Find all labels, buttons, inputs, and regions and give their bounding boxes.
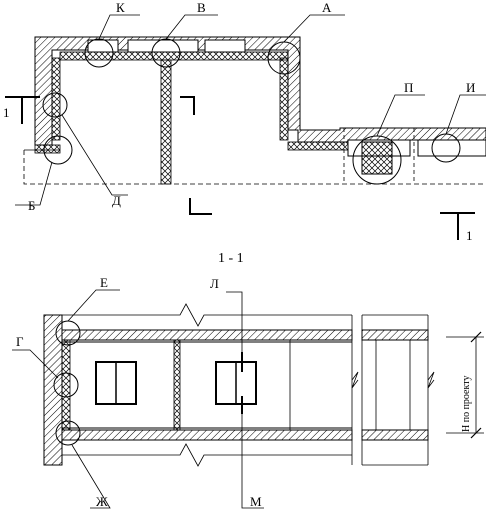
plan-window-1 — [87, 39, 119, 53]
callout-circle-d — [42, 92, 68, 118]
section-bracket-top — [180, 96, 195, 115]
section-top-slab-right — [361, 329, 429, 341]
break-line-bottom — [62, 443, 352, 467]
plan-lining-left — [51, 57, 61, 141]
section-bottom-slab — [61, 429, 353, 441]
leader-i — [445, 94, 486, 135]
section-view — [12, 289, 484, 509]
dimension-tick-bottom — [470, 427, 482, 439]
leader-zh — [71, 444, 111, 509]
section-bracket-bottom — [189, 198, 212, 215]
callout-circle-zh — [55, 420, 81, 446]
leader-l — [226, 291, 243, 352]
leader-d — [61, 114, 128, 196]
plan-partition — [160, 59, 172, 185]
section-top-slab — [61, 329, 353, 341]
plan-dashed-outline — [23, 150, 486, 185]
callout-label-p: П — [404, 80, 413, 95]
section-partition — [173, 339, 181, 431]
leader-g — [12, 349, 59, 379]
plan-lining-top — [59, 51, 289, 61]
section-left-lining — [61, 339, 71, 431]
leader-p — [376, 94, 425, 137]
section-mark-right — [440, 212, 475, 240]
callout-label-e: Е — [100, 275, 108, 290]
leader-v — [165, 14, 218, 40]
callout-label-a: А — [322, 0, 332, 15]
break-line-top — [62, 303, 352, 327]
leader-b — [15, 161, 53, 206]
callout-label-b: Б — [28, 198, 35, 213]
callout-circle-b — [43, 135, 73, 165]
section-number-right: 1 — [466, 228, 473, 243]
leader-k — [98, 14, 140, 40]
plan-window-3 — [204, 39, 246, 53]
callout-label-v: В — [197, 0, 206, 15]
plan-view — [5, 14, 486, 240]
callout-label-g: Г — [16, 334, 24, 349]
leader-e — [67, 289, 120, 322]
plan-lining-right — [279, 57, 289, 141]
callout-label-l: Л — [210, 276, 219, 291]
plan-lining-bottom — [287, 141, 349, 151]
callout-circle-g — [53, 372, 79, 398]
callout-label-i: И — [466, 80, 475, 95]
dimension-tick-top — [470, 331, 482, 343]
callout-label-m: М — [250, 494, 262, 509]
section-title: 1 - 1 — [218, 251, 244, 266]
plan-lining-bottom-left — [34, 144, 61, 154]
break-line-mid — [351, 371, 435, 389]
dimension-label: Н по проекту — [461, 376, 472, 432]
leader-a — [283, 14, 345, 43]
plan-window-2 — [127, 39, 199, 53]
section-bottom-slab-right — [361, 429, 429, 441]
callout-label-d: Д — [112, 193, 121, 208]
leader-m — [241, 414, 264, 509]
callout-label-zh: Ж — [96, 494, 108, 509]
plan-block-i — [417, 139, 486, 157]
callout-label-k: К — [116, 0, 125, 15]
plan-block-p-inner — [361, 141, 393, 175]
section-left-wall — [43, 314, 63, 466]
section-mark-left — [5, 96, 40, 124]
section-number-left: 1 — [3, 105, 10, 120]
